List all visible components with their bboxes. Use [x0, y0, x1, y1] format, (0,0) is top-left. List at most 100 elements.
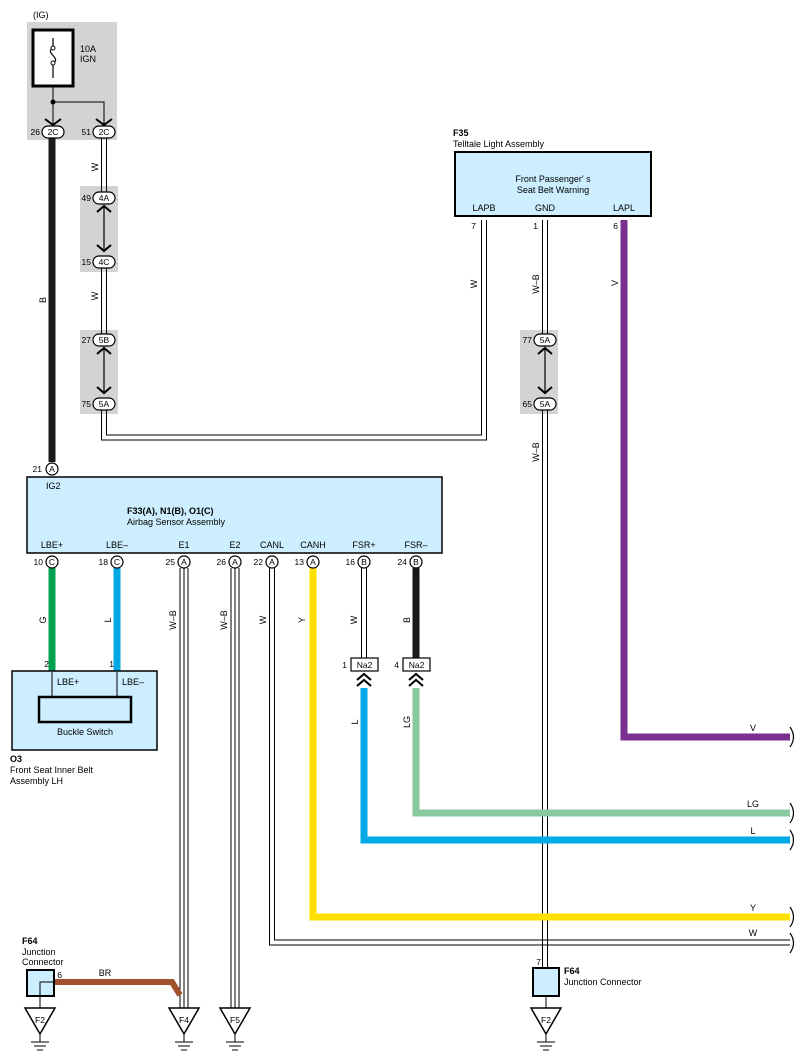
pin-label: LBE– — [106, 540, 128, 550]
fuse-name: IGN — [80, 54, 96, 64]
connector-5a-77: 5A 77 — [523, 333, 557, 395]
airbag-pins: LBE+C10LBE–C18E1A25E2A26CANLA22CANHA13FS… — [34, 540, 428, 569]
airbag-code: F33(A), N1(B), O1(C) — [127, 506, 214, 516]
wire-break-marks — [789, 726, 795, 954]
svg-text:F64: F64 — [22, 936, 38, 946]
telltale-light-assembly: F35 Telltale Light Assembly Front Passen… — [453, 128, 652, 231]
connector-na2-4: Na2 4 — [394, 657, 431, 687]
svg-text:Seat Belt Warning: Seat Belt Warning — [517, 185, 589, 195]
svg-text:Assembly LH: Assembly LH — [10, 776, 63, 786]
pin-connector — [265, 555, 279, 569]
svg-text:LAPL: LAPL — [613, 203, 635, 213]
wire-wb-e2 — [230, 568, 240, 1018]
wire-y-canh — [309, 568, 790, 921]
pin-number: 24 — [398, 557, 408, 567]
svg-text:Y: Y — [297, 617, 307, 623]
svg-text:75: 75 — [82, 399, 92, 409]
svg-text:F64: F64 — [564, 966, 580, 976]
pin-number: 26 — [31, 127, 41, 137]
svg-text:5A: 5A — [540, 399, 551, 409]
svg-text:5A: 5A — [99, 399, 110, 409]
svg-text:49: 49 — [82, 193, 92, 203]
pin-number: 10 — [34, 557, 44, 567]
pin-label: LBE+ — [41, 540, 63, 550]
pin-number: 26 — [217, 557, 227, 567]
fuse-icon — [31, 28, 75, 88]
pin-label: FSR– — [404, 540, 427, 550]
svg-text:Y: Y — [750, 903, 756, 913]
wire-w-2c-4a — [101, 138, 107, 192]
connector-4c: 4C 15 — [82, 255, 116, 269]
ground-icon: F2 — [23, 1007, 57, 1051]
svg-text:W: W — [90, 162, 100, 171]
splice-dot — [50, 99, 56, 105]
airbag-pin-fsr-plus: FSR+B16 — [346, 540, 376, 569]
pin-number: 16 — [346, 557, 356, 567]
ground-symbols: F2 F4 F5 F2 — [23, 1007, 563, 1051]
svg-text:L: L — [103, 617, 113, 622]
svg-text:5B: 5B — [99, 335, 110, 345]
pin-connector — [45, 555, 59, 569]
pin-connector — [357, 555, 371, 569]
svg-text:2C: 2C — [99, 127, 110, 137]
pin-connector-id: A — [269, 557, 275, 567]
connector-4a: 4A 49 — [82, 191, 116, 253]
fuse-rating: 10A — [80, 44, 96, 54]
pin-connector — [228, 555, 242, 569]
wire-labels: W W B W W–B W–B V G L W–B W–B W Y W B L … — [38, 162, 759, 978]
buckle-switch-icon — [37, 695, 133, 724]
svg-text:BR: BR — [99, 968, 112, 978]
svg-text:LAPB: LAPB — [472, 203, 495, 213]
pin-connector-id: A — [310, 557, 316, 567]
connector-a-21: A 21 — [33, 462, 59, 476]
svg-text:65: 65 — [523, 399, 533, 409]
svg-text:LG: LG — [747, 799, 759, 809]
connector-2c-26: 2C 26 — [31, 118, 65, 139]
connector-5b: 5B 27 — [82, 333, 116, 395]
ig2-label: IG2 — [46, 481, 61, 491]
svg-text:5A: 5A — [540, 335, 551, 345]
pin-connector-id: C — [114, 557, 120, 567]
svg-text:1: 1 — [342, 660, 347, 670]
svg-text:W: W — [349, 615, 359, 624]
wire-wb-e1 — [179, 568, 189, 1018]
svg-text:4A: 4A — [99, 193, 110, 203]
ground-icon: F5 — [218, 1007, 252, 1051]
svg-text:V: V — [610, 280, 620, 286]
svg-text:W–B: W–B — [219, 610, 229, 630]
svg-text:V: V — [750, 723, 756, 733]
connector-na2-1: Na2 1 — [342, 657, 379, 687]
svg-text:W: W — [258, 615, 268, 624]
svg-text:27: 27 — [82, 335, 92, 345]
svg-text:7: 7 — [536, 957, 541, 967]
pin-label: CANH — [300, 540, 326, 550]
svg-text:Na2: Na2 — [357, 660, 373, 670]
pin-connector-id: C — [49, 557, 55, 567]
svg-text:W–B: W–B — [531, 442, 541, 462]
svg-text:B: B — [402, 617, 412, 623]
svg-text:Junction: Junction — [22, 947, 56, 957]
pin-connector — [110, 555, 124, 569]
ground-label: F2 — [35, 1015, 45, 1025]
svg-text:W: W — [749, 928, 758, 938]
buckle-code: O3 — [10, 754, 22, 764]
connector-5a-left: 5A 75 — [82, 397, 116, 411]
connector-5a-65: 5A 65 — [523, 397, 557, 411]
connector-2c-51: 2C 51 — [82, 118, 116, 139]
wire-w-4c-5b — [101, 268, 107, 336]
svg-text:A: A — [49, 464, 55, 474]
svg-text:Front Seat Inner Belt: Front Seat Inner Belt — [10, 765, 94, 775]
pin-label: FSR+ — [352, 540, 375, 550]
svg-text:1: 1 — [109, 659, 114, 669]
ground-icon: F4 — [167, 1007, 201, 1051]
wire-br — [54, 979, 183, 997]
pin-number: 18 — [99, 557, 109, 567]
connector-id: 2C — [48, 127, 59, 137]
svg-text:51: 51 — [82, 127, 92, 137]
ground-label: F2 — [541, 1015, 551, 1025]
